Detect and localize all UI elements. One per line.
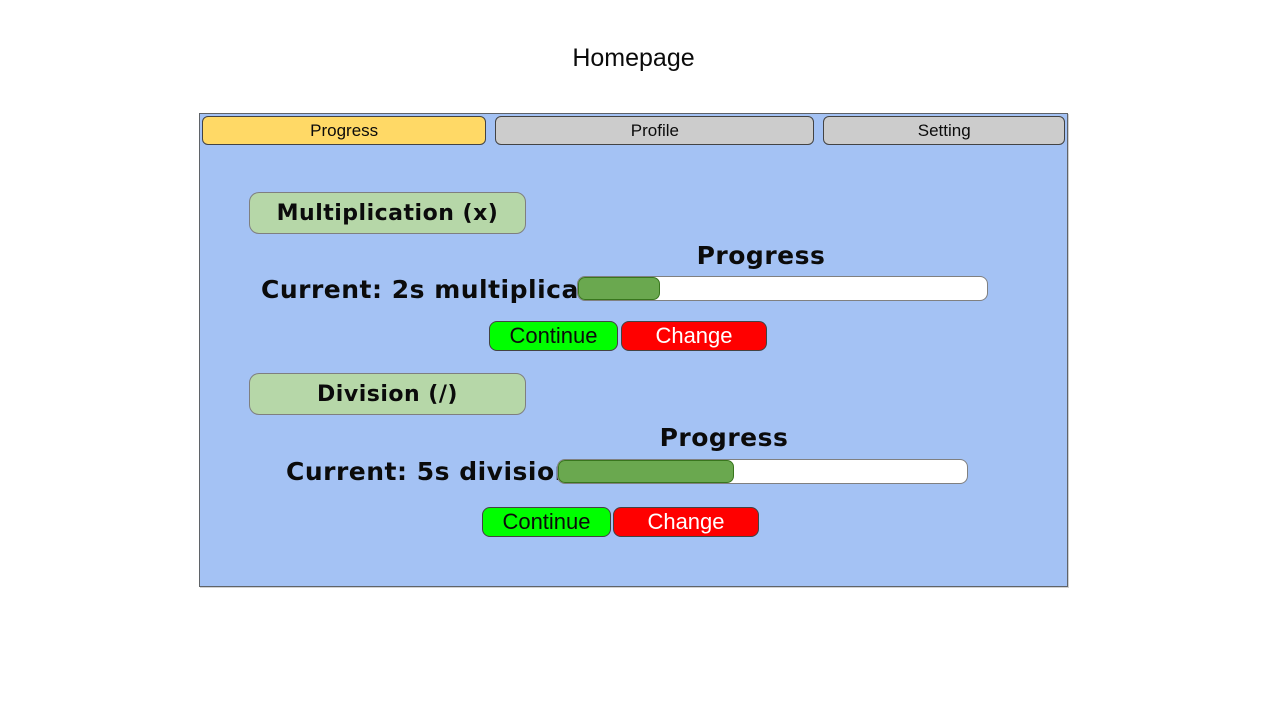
tab-bar: Progress Profile Setting <box>202 116 1065 145</box>
multiplication-continue-button[interactable]: Continue <box>489 321 618 351</box>
division-progress-fill <box>558 460 734 483</box>
division-progress-caption: Progress <box>659 423 789 452</box>
division-current-label: Current: 5s division <box>286 457 573 486</box>
division-change-button[interactable]: Change <box>613 507 759 537</box>
multiplication-current-label: Current: 2s multiplication <box>261 275 637 304</box>
division-category-button[interactable]: Division (/) <box>249 373 526 415</box>
multiplication-category-button[interactable]: Multiplication (x) <box>249 192 526 234</box>
division-continue-button[interactable]: Continue <box>482 507 611 537</box>
page-title: Homepage <box>572 44 695 72</box>
division-progress-bar <box>557 459 968 484</box>
homepage-panel: Progress Profile Setting Multiplication … <box>199 113 1068 587</box>
multiplication-change-button[interactable]: Change <box>621 321 767 351</box>
tab-profile[interactable]: Profile <box>495 116 815 145</box>
multiplication-progress-caption: Progress <box>696 241 826 270</box>
multiplication-progress-fill <box>578 277 660 300</box>
tab-setting[interactable]: Setting <box>823 116 1065 145</box>
multiplication-progress-bar <box>577 276 988 301</box>
tab-progress[interactable]: Progress <box>202 116 487 145</box>
